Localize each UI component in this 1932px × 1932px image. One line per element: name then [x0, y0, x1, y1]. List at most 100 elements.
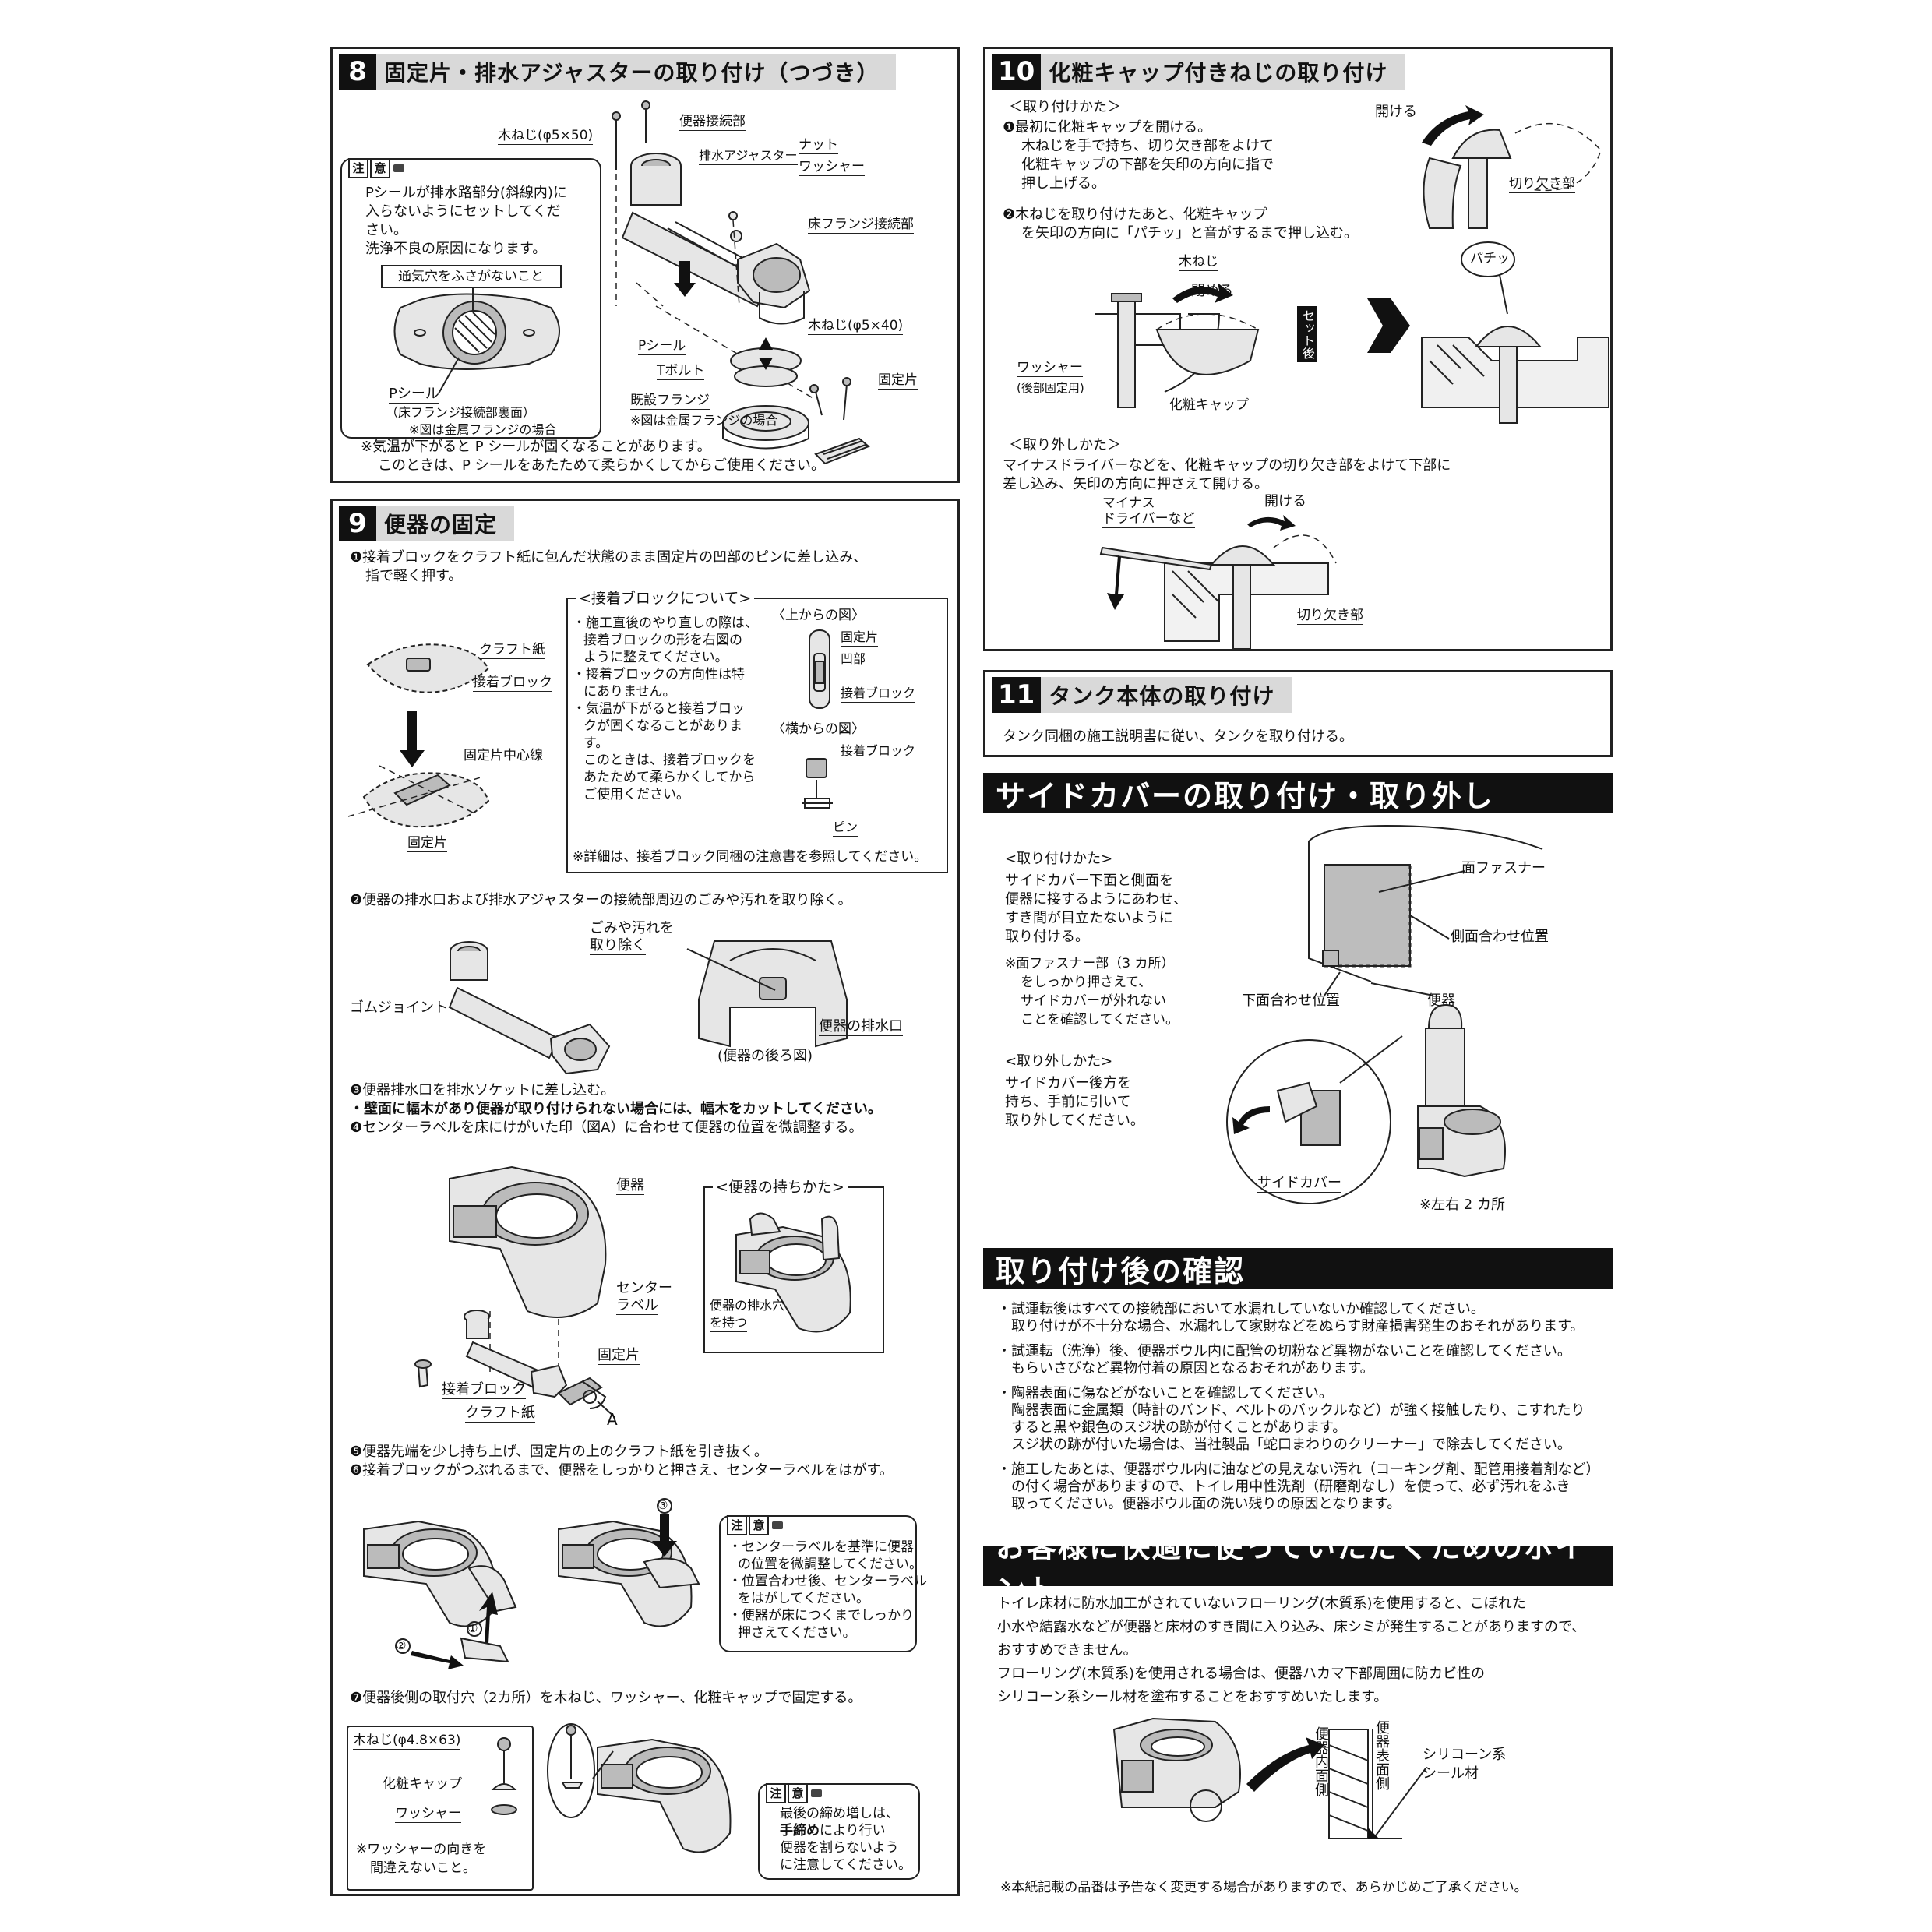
press-bowl-illustration [363, 1498, 700, 1669]
screw-detail-box: 木ねじ(φ4.8×63) 化粧キャップ ワッシャー ※ワッシャーの向きを 間違え… [347, 1726, 534, 1891]
label-hook-fastener: 面ファスナー [1461, 860, 1546, 876]
caution-text: 洗浄不良の原因になります。 [365, 241, 547, 257]
open-cap-illustration [1422, 105, 1602, 229]
caution-text: Pシールが排水路部分(斜線内)に [365, 185, 567, 201]
caution-note: ※図は金属フランジの場合 [409, 422, 557, 437]
washer-note: ※ワッシャーの向きを [356, 1842, 487, 1857]
step-5-text: ❺便器先端を少し持ち上げ、固定片の上のクラフト紙を引き抜く。 [350, 1444, 768, 1460]
label-metal-flange-note: ※図は金属フランジの場合 [630, 413, 778, 428]
bowl-outlet-cleaning-illustration [448, 940, 848, 1075]
drain-adjuster-illustration [612, 100, 870, 465]
check-text: ・陶器表面に傷などがないことを確認してください。 [997, 1385, 1333, 1401]
side-attach-note: サイドカバーが外れない [1021, 993, 1166, 1009]
caution-char-1: 注 [766, 1783, 786, 1803]
label-wood-screw-40: 木ねじ(φ5×40) [808, 318, 904, 335]
attach-step-2: ❷木ねじを取り付けたあと、化粧キャップ [1003, 206, 1267, 223]
about-text: ように整えてください。 [583, 650, 728, 665]
caution-char-2: 意 [749, 1515, 769, 1535]
about-text: ・接着ブロックの方向性は特 [573, 667, 745, 682]
label-rear-view: (便器の後ろ図) [717, 1048, 813, 1064]
top-view-title: 〈上からの図〉 [772, 608, 865, 623]
caution-text: の位置を微調整してください。 [738, 1557, 922, 1572]
side-attach-note: をしっかり押さえて、 [1021, 975, 1152, 990]
caution-text: さい。 [365, 222, 407, 238]
caution-tab-icon [772, 1521, 783, 1529]
caution-char-1: 注 [348, 158, 368, 178]
label-open: 開ける [1375, 104, 1417, 120]
comfort-text: おすすめできません。 [997, 1642, 1137, 1659]
side-attach-note: ※面ファスナー部（3 カ所） [1005, 956, 1175, 971]
comfort-text: 小水や結露水などが便器と床材のすき間に入り込み、床シミが発生することがありますの… [997, 1619, 1586, 1635]
washer-note: 間違えないこと。 [370, 1860, 476, 1876]
box-title: <接着ブロックについて> [576, 588, 755, 608]
adhesive-block-illustration [347, 643, 490, 828]
screw-washer-illustration [491, 1737, 517, 1815]
attach-step-1: ❶最初に化粧キャップを開ける。 [1003, 119, 1212, 136]
caution-text: 入らないようにセットしてくだ [365, 203, 561, 220]
section-title: 固定片・排水アジャスターの取り付け（つづき） [384, 60, 880, 86]
attach-step-1: 木ねじを手で持ち、切り欠き部をよけて [1021, 138, 1274, 154]
remove-text: 差し込み、矢印の方向に押さえて開ける。 [1003, 476, 1269, 492]
box-title: <便器の持ちかた> [713, 1177, 848, 1197]
label-side-cover: サイドカバー [1257, 1175, 1341, 1193]
label-side-align-position: 側面合わせ位置 [1451, 929, 1549, 945]
section-number: 10 [992, 54, 1042, 90]
comfort-text: シリコーン系シール材を塗布することをおすすめいたします。 [997, 1689, 1388, 1705]
caution-text: 手締めにより行い [780, 1822, 886, 1839]
step-2-text: ❷便器の排水口および排水アジャスターの接続部周辺のごみや汚れを取り除く。 [350, 892, 852, 908]
side-attach-text: 便器に接するようにあわせ、 [1005, 891, 1187, 908]
label-screwdriver: マイナス [1102, 495, 1155, 511]
about-text: クが固くなることがありま [583, 718, 742, 734]
label-floor-flange-joint: 床フランジ接続部 [808, 217, 914, 234]
vent-note-text: 通気穴をふさがないこと [398, 269, 544, 284]
label-drain-adjuster: 排水アジャスター [699, 147, 798, 165]
step-marker-3: ③ [658, 1498, 668, 1512]
label-remove-dirt: ごみや汚れを [590, 920, 674, 936]
label-recess: 凹部 [841, 650, 866, 668]
bowl-placement-illustration [414, 1165, 615, 1418]
label-silicone-seal: シリコーン系 [1423, 1747, 1507, 1763]
footnote: このときは、P シールをあたためて柔らかくしてからご使用ください。 [378, 457, 826, 474]
about-text: ・気温が下がると接着ブロッ [573, 701, 745, 717]
caution-box-p-seal: 注意 Pシールが排水路部分(斜線内)に 入らないようにセットしてくだ さい。 洗… [340, 158, 601, 439]
footnote: ※気温が下がると P シールが固くなることがあります。 [361, 439, 711, 455]
caution-text: ・便器が床につくまでしっかり [728, 1608, 914, 1624]
label-toilet-bowl: 便器 [616, 1177, 644, 1195]
vent-note-box [381, 265, 562, 288]
step-7-text: ❼便器後側の取付穴（2カ所）を木ねじ、ワッシャー、化粧キャップで固定する。 [350, 1690, 862, 1706]
bowl-rear-fixing-illustration [547, 1723, 732, 1853]
label-washer: ワッシャー [799, 159, 865, 176]
label-bowl-outlet: 便器の排水口 [819, 1018, 903, 1036]
caution-text: ・位置合わせ後、センターラベル [728, 1574, 927, 1589]
side-remove-title: <取り外しかた> [1005, 1053, 1113, 1070]
hold-text: を持つ [710, 1314, 748, 1332]
check-text: 取り付けが不十分な場合、水漏れして家財などをぬらす財産損害発生のおそれがあります… [1011, 1318, 1585, 1334]
check-text: ・試運転後はすべての接続部において水漏れしていないか確認してください。 [997, 1301, 1485, 1317]
side-remove-text: 取り外してください。 [1005, 1112, 1144, 1129]
about-text: 接着ブロックの形を右図の [583, 633, 742, 648]
caution-tab-icon [811, 1789, 822, 1797]
label-wood-screw: 木ねじ [1179, 254, 1218, 271]
remove-text: マイナスドライバーなどを、化粧キャップの切り欠き部をよけて下部に [1003, 457, 1451, 474]
remove-cap-illustration [1099, 515, 1337, 650]
label-kraft-paper: クラフト紙 [465, 1405, 535, 1423]
section-9-header: 9 便器の固定 [339, 506, 515, 541]
section-8-header: 8 固定片・排水アジャスターの取り付け（つづき） [339, 54, 897, 90]
label-remove-dirt: 取り除く [590, 937, 646, 955]
label-fixing-piece: 固定片 [841, 629, 879, 647]
section-9: 9 便器の固定 ❶接着ブロックをクラフト紙に包んだ状態のまま固定片の凹部のピンに… [330, 499, 960, 1896]
p-seal-sub-label: （床フランジ接続部裏面） [386, 405, 536, 420]
label-existing-flange: 既設フランジ [630, 393, 710, 410]
caution-char-2: 意 [370, 158, 390, 178]
check-text: 取ってください。便器ボウル面の洗い残りの原因となります。 [1011, 1496, 1401, 1512]
side-attach-title: <取り付けかた> [1005, 851, 1113, 867]
label-washer: ワッシャー [395, 1806, 461, 1823]
tank-install-text: タンク同梱の施工説明書に従い、タンクを取り付ける。 [1003, 728, 1353, 745]
section-11: 11 タンク本体の取り付け タンク同梱の施工説明書に従い、タンクを取り付ける。 [983, 670, 1613, 757]
side-attach-text: すき間が目立たないように [1005, 910, 1173, 926]
label-notch: 切り欠き部 [1297, 608, 1363, 625]
label-pin: ピン [833, 819, 858, 837]
section-title: 便器の固定 [384, 512, 498, 538]
label-decorative-cap: 化粧キャップ [383, 1776, 462, 1793]
